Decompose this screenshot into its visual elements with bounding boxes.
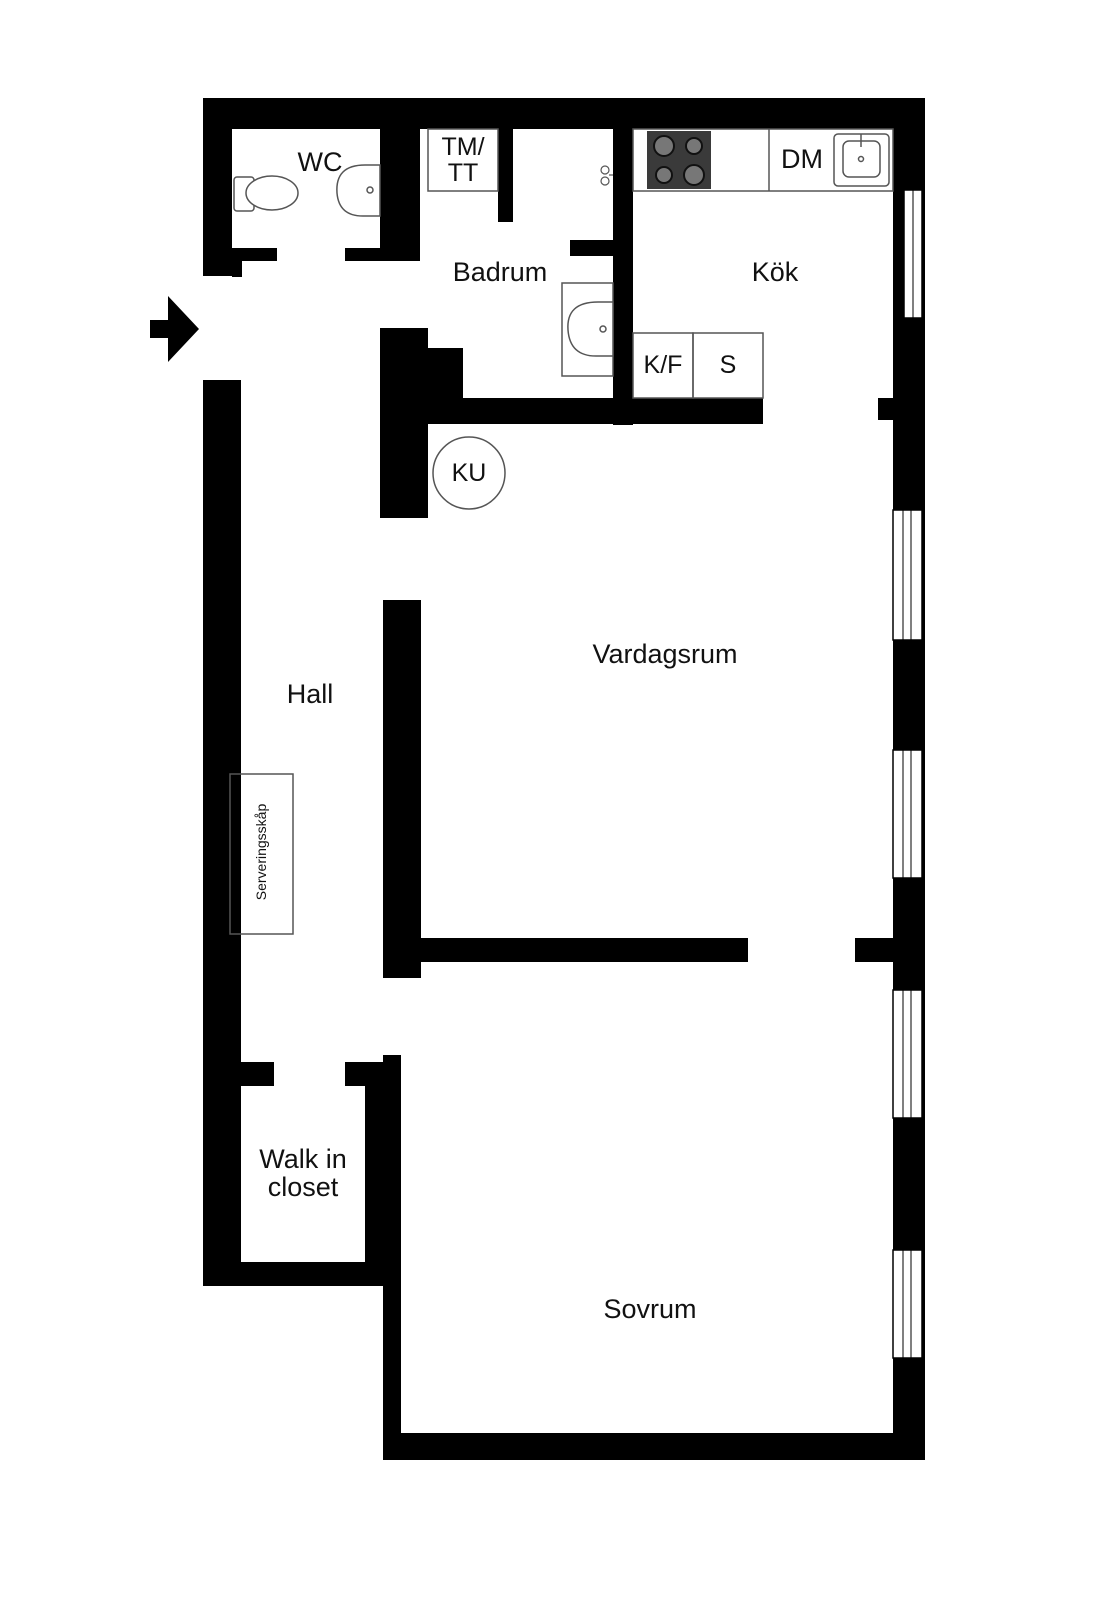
kitchen-counter (632, 128, 894, 192)
tm-tt-box (427, 128, 499, 192)
room-label-kok: Kök (751, 257, 799, 287)
serveringsskap-cabinet (229, 773, 294, 935)
fixture-label-kf: K/F (643, 351, 683, 379)
sink-icon (336, 164, 381, 217)
entrance-arrow-icon (150, 296, 199, 362)
room-label-hall: Hall (286, 679, 334, 709)
sink-icon (567, 301, 614, 357)
room-label-vardagsrum: Vardagsrum (592, 639, 738, 669)
s-box (692, 332, 764, 399)
ku-circle (432, 436, 506, 510)
walls (203, 98, 925, 1460)
window-lines (902, 190, 914, 1358)
shower-head-icon (600, 165, 613, 186)
fixture-label-serveringsskap: Serveringsskåp (253, 803, 269, 901)
room-label-sovrum: Sovrum (603, 1294, 697, 1324)
fixture-label-dm: DM (781, 144, 823, 174)
kitchen-sink-icon (833, 133, 890, 187)
fixtures (229, 128, 894, 935)
room-label-wc: WC (297, 147, 343, 177)
room-label-walk-in-closet: Walk in closet (259, 1144, 347, 1203)
toilet-icon (233, 175, 299, 212)
fixture-label-tm-tt: TM/ TT (441, 133, 485, 188)
fixture-label-ku: KU (451, 459, 487, 487)
room-label-badrum: Badrum (452, 257, 548, 287)
stove-icon (647, 131, 711, 189)
fixture-label-s: S (719, 351, 737, 379)
